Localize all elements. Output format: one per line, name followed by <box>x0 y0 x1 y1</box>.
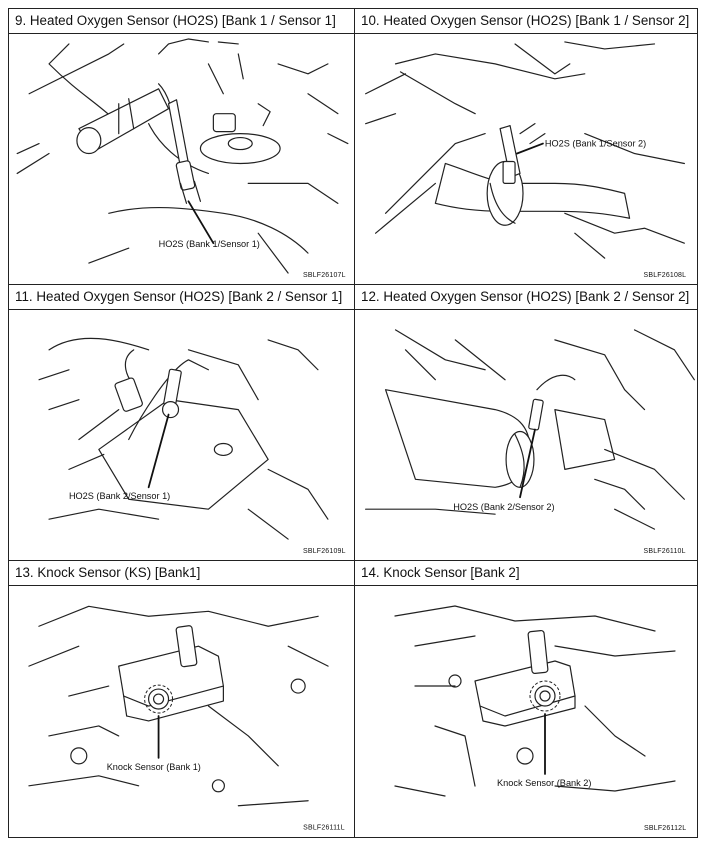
figure-ho2s-bank1-sensor1: HO2S (Bank 1/Sensor 1) SBLF26107L <box>9 34 354 284</box>
figure-code: SBLF26108L <box>644 272 687 279</box>
panel-title: 12. Heated Oxygen Sensor (HO2S) [Bank 2 … <box>355 285 697 310</box>
panel-title: 13. Knock Sensor (KS) [Bank1] <box>9 561 354 586</box>
callout-label: HO2S (Bank 2/Sensor 1) <box>69 491 170 501</box>
engine-manifold-illustration: HO2S (Bank 2/Sensor 1) SBLF26109L <box>38 337 346 555</box>
figure-code: SBLF26109L <box>303 548 346 555</box>
exhaust-pipe-illustration: HO2S (Bank 1/Sensor 2) SBLF26108L <box>365 41 687 279</box>
panel-title: 14. Knock Sensor [Bank 2] <box>355 561 697 586</box>
panel-title: 9. Heated Oxygen Sensor (HO2S) [Bank 1 /… <box>9 9 354 34</box>
callout-label: Knock Sensor (Bank 2) <box>497 778 591 788</box>
sensor-location-table: 9. Heated Oxygen Sensor (HO2S) [Bank 1 /… <box>8 8 698 838</box>
figure-ho2s-bank1-sensor2: HO2S (Bank 1/Sensor 2) SBLF26108L <box>355 34 697 284</box>
panel-bank2-sensor2: 12. Heated Oxygen Sensor (HO2S) [Bank 2 … <box>355 285 697 561</box>
figure-knock-sensor-bank1: Knock Sensor (Bank 1) SBLF26111L <box>9 586 354 837</box>
engine-pipe-illustration: HO2S (Bank 1/Sensor 1) SBLF26107L <box>16 38 349 279</box>
panel-bank2-sensor1: 11. Heated Oxygen Sensor (HO2S) [Bank 2 … <box>9 285 355 561</box>
figure-code: SBLF26111L <box>303 825 345 832</box>
engine-block-illustration: Knock Sensor (Bank 1) SBLF26111L <box>28 605 345 832</box>
panel-title: 10. Heated Oxygen Sensor (HO2S) [Bank 1 … <box>355 9 697 34</box>
figure-code: SBLF26107L <box>303 272 346 279</box>
panel-title: 11. Heated Oxygen Sensor (HO2S) [Bank 2 … <box>9 285 354 310</box>
callout-label: HO2S (Bank 1/Sensor 1) <box>159 239 260 249</box>
panel-knock-sensor-bank2: 14. Knock Sensor [Bank 2] Knock Sensor (… <box>355 561 697 837</box>
callout-label: HO2S (Bank 2/Sensor 2) <box>453 502 554 512</box>
callout-label: HO2S (Bank 1/Sensor 2) <box>545 139 646 149</box>
engine-block-illustration: Knock Sensor (Bank 2) SBLF26112L <box>394 605 686 832</box>
figure-code: SBLF26112L <box>644 825 686 832</box>
figure-ho2s-bank2-sensor2: HO2S (Bank 2/Sensor 2) SBLF26110L <box>355 310 697 560</box>
exhaust-pipe-illustration: HO2S (Bank 2/Sensor 2) SBLF26110L <box>365 329 695 555</box>
figure-knock-sensor-bank2: Knock Sensor (Bank 2) SBLF26112L <box>355 586 697 837</box>
panel-bank1-sensor1: 9. Heated Oxygen Sensor (HO2S) [Bank 1 /… <box>9 9 355 285</box>
callout-label: Knock Sensor (Bank 1) <box>107 762 201 772</box>
figure-ho2s-bank2-sensor1: HO2S (Bank 2/Sensor 1) SBLF26109L <box>9 310 354 560</box>
panel-bank1-sensor2: 10. Heated Oxygen Sensor (HO2S) [Bank 1 … <box>355 9 697 285</box>
panel-knock-sensor-bank1: 13. Knock Sensor (KS) [Bank1] Knock Sens… <box>9 561 355 837</box>
figure-code: SBLF26110L <box>644 548 686 555</box>
